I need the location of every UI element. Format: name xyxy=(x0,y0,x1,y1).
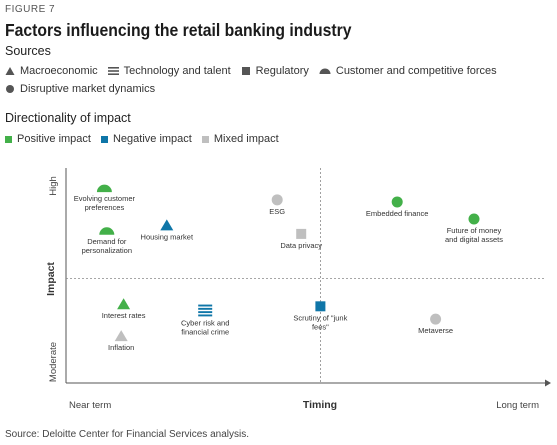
x-tick-near-term: Near term xyxy=(69,400,111,411)
x-axis-arrow xyxy=(545,379,551,387)
triangle-icon xyxy=(5,67,15,75)
point-embedded-finance-marker xyxy=(391,196,403,208)
square-icon xyxy=(241,67,250,75)
y-tick-moderate: Moderate xyxy=(48,342,59,382)
y-tick-high: High xyxy=(48,176,59,196)
point-demand-for-personalization-marker xyxy=(99,227,115,235)
legend-positive-impact: Positive impact xyxy=(5,133,91,145)
legend-customer-and-competitive-forces: Customer and competitive forces xyxy=(319,65,497,77)
legend-mixed-impact: Mixed impact xyxy=(201,133,279,145)
point-housing-market-marker xyxy=(160,219,174,231)
point-evolving-customer-preferences-marker xyxy=(96,184,112,193)
point-inflation-marker xyxy=(114,330,128,342)
mixed-swatch-icon xyxy=(201,135,209,143)
directionality-heading: Directionality of impact xyxy=(5,111,131,125)
point-data-privacy-marker xyxy=(296,228,307,239)
point-metaverse-marker xyxy=(430,313,442,325)
legend-regulatory: Regulatory xyxy=(241,65,309,77)
point-cyber-risk-and-financial-crime-marker-bar-3 xyxy=(198,314,213,317)
point-interest-rates-marker xyxy=(117,298,131,310)
point-esg-marker xyxy=(271,194,283,206)
semicircle-icon xyxy=(319,68,331,74)
positive-swatch-icon xyxy=(5,135,12,143)
legend-disruptive-market-dynamics: Disruptive market dynamics xyxy=(5,83,155,95)
directionality-legend: Positive impact Negative impact Mixed im… xyxy=(5,133,289,145)
negative-swatch-icon xyxy=(100,135,108,143)
legend-technology-and-talent: Technology and talent xyxy=(107,65,231,77)
point-cyber-risk-and-financial-crime-marker-bar-1 xyxy=(198,307,213,310)
point-interest-rates-label: Interest rates xyxy=(102,311,146,320)
y-axis-title: Impact xyxy=(45,262,57,296)
legend-negative-impact: Negative impact xyxy=(100,133,192,145)
point-housing-market-label: Housing market xyxy=(141,232,194,241)
sources-heading: Sources xyxy=(5,44,51,58)
x-tick-long-term: Long term xyxy=(496,400,539,411)
point-embedded-finance-label: Embedded finance xyxy=(366,209,429,218)
chart-title: Factors influencing the retail banking i… xyxy=(5,20,352,40)
legend-macroeconomic: Macroeconomic xyxy=(5,65,98,77)
point-data-privacy-label: Data privacy xyxy=(280,241,322,250)
sources-legend-row-2: Disruptive market dynamics xyxy=(5,83,165,95)
circle-icon xyxy=(6,85,14,93)
figure-label: FIGURE 7 xyxy=(5,4,56,15)
point-esg-label: ESG xyxy=(269,207,285,216)
sources-legend-row-1: Macroeconomic Technology and talent Regu… xyxy=(5,65,507,77)
point-cyber-risk-and-financial-crime-marker-bar-0 xyxy=(198,304,213,307)
point-metaverse-label: Metaverse xyxy=(418,326,453,335)
x-axis-title: Timing xyxy=(303,399,337,411)
point-cyber-risk-and-financial-crime-marker-bar-2 xyxy=(198,311,213,314)
point-scrutiny-of-junk-fees-marker xyxy=(315,301,326,312)
point-future-of-money-and-digital-assets-marker xyxy=(468,213,480,225)
source-note: Source: Deloitte Center for Financial Se… xyxy=(5,429,249,440)
point-inflation-label: Inflation xyxy=(108,343,134,352)
lines-icon xyxy=(107,67,119,75)
